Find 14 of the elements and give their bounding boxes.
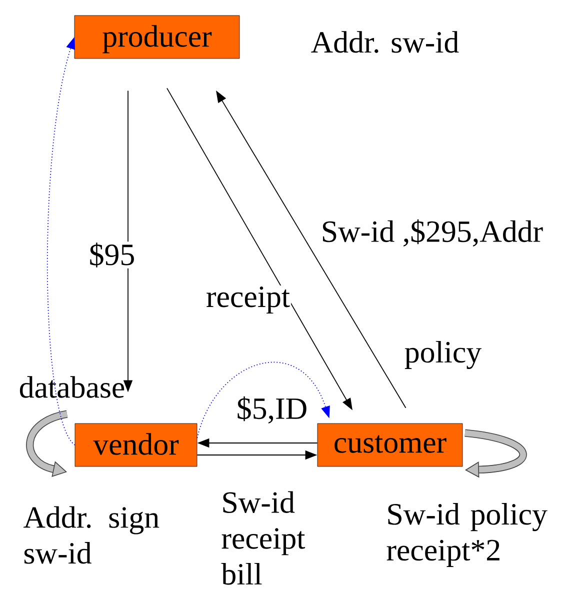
edge-label: $5,ID [235, 395, 309, 425]
text-label: Sw-id receipt bill [221, 491, 306, 585]
node-caption: Addr. sw-id [311, 31, 459, 53]
process-box: customer [317, 423, 463, 467]
text-label: policy [404, 340, 482, 370]
node-caption: Addr. sign sw-id [24, 506, 160, 564]
edge-label: $95 [88, 242, 136, 268]
dotted-arrow [196, 362, 330, 438]
process-box: vendor [74, 423, 198, 467]
edge-label: receipt [205, 286, 291, 315]
process-box: producer [74, 15, 240, 59]
node-caption: Sw-id policy receipt*2 [386, 503, 548, 567]
edge-label: Sw-id ,$295,Addr [320, 218, 544, 248]
text-label: database [20, 376, 124, 398]
